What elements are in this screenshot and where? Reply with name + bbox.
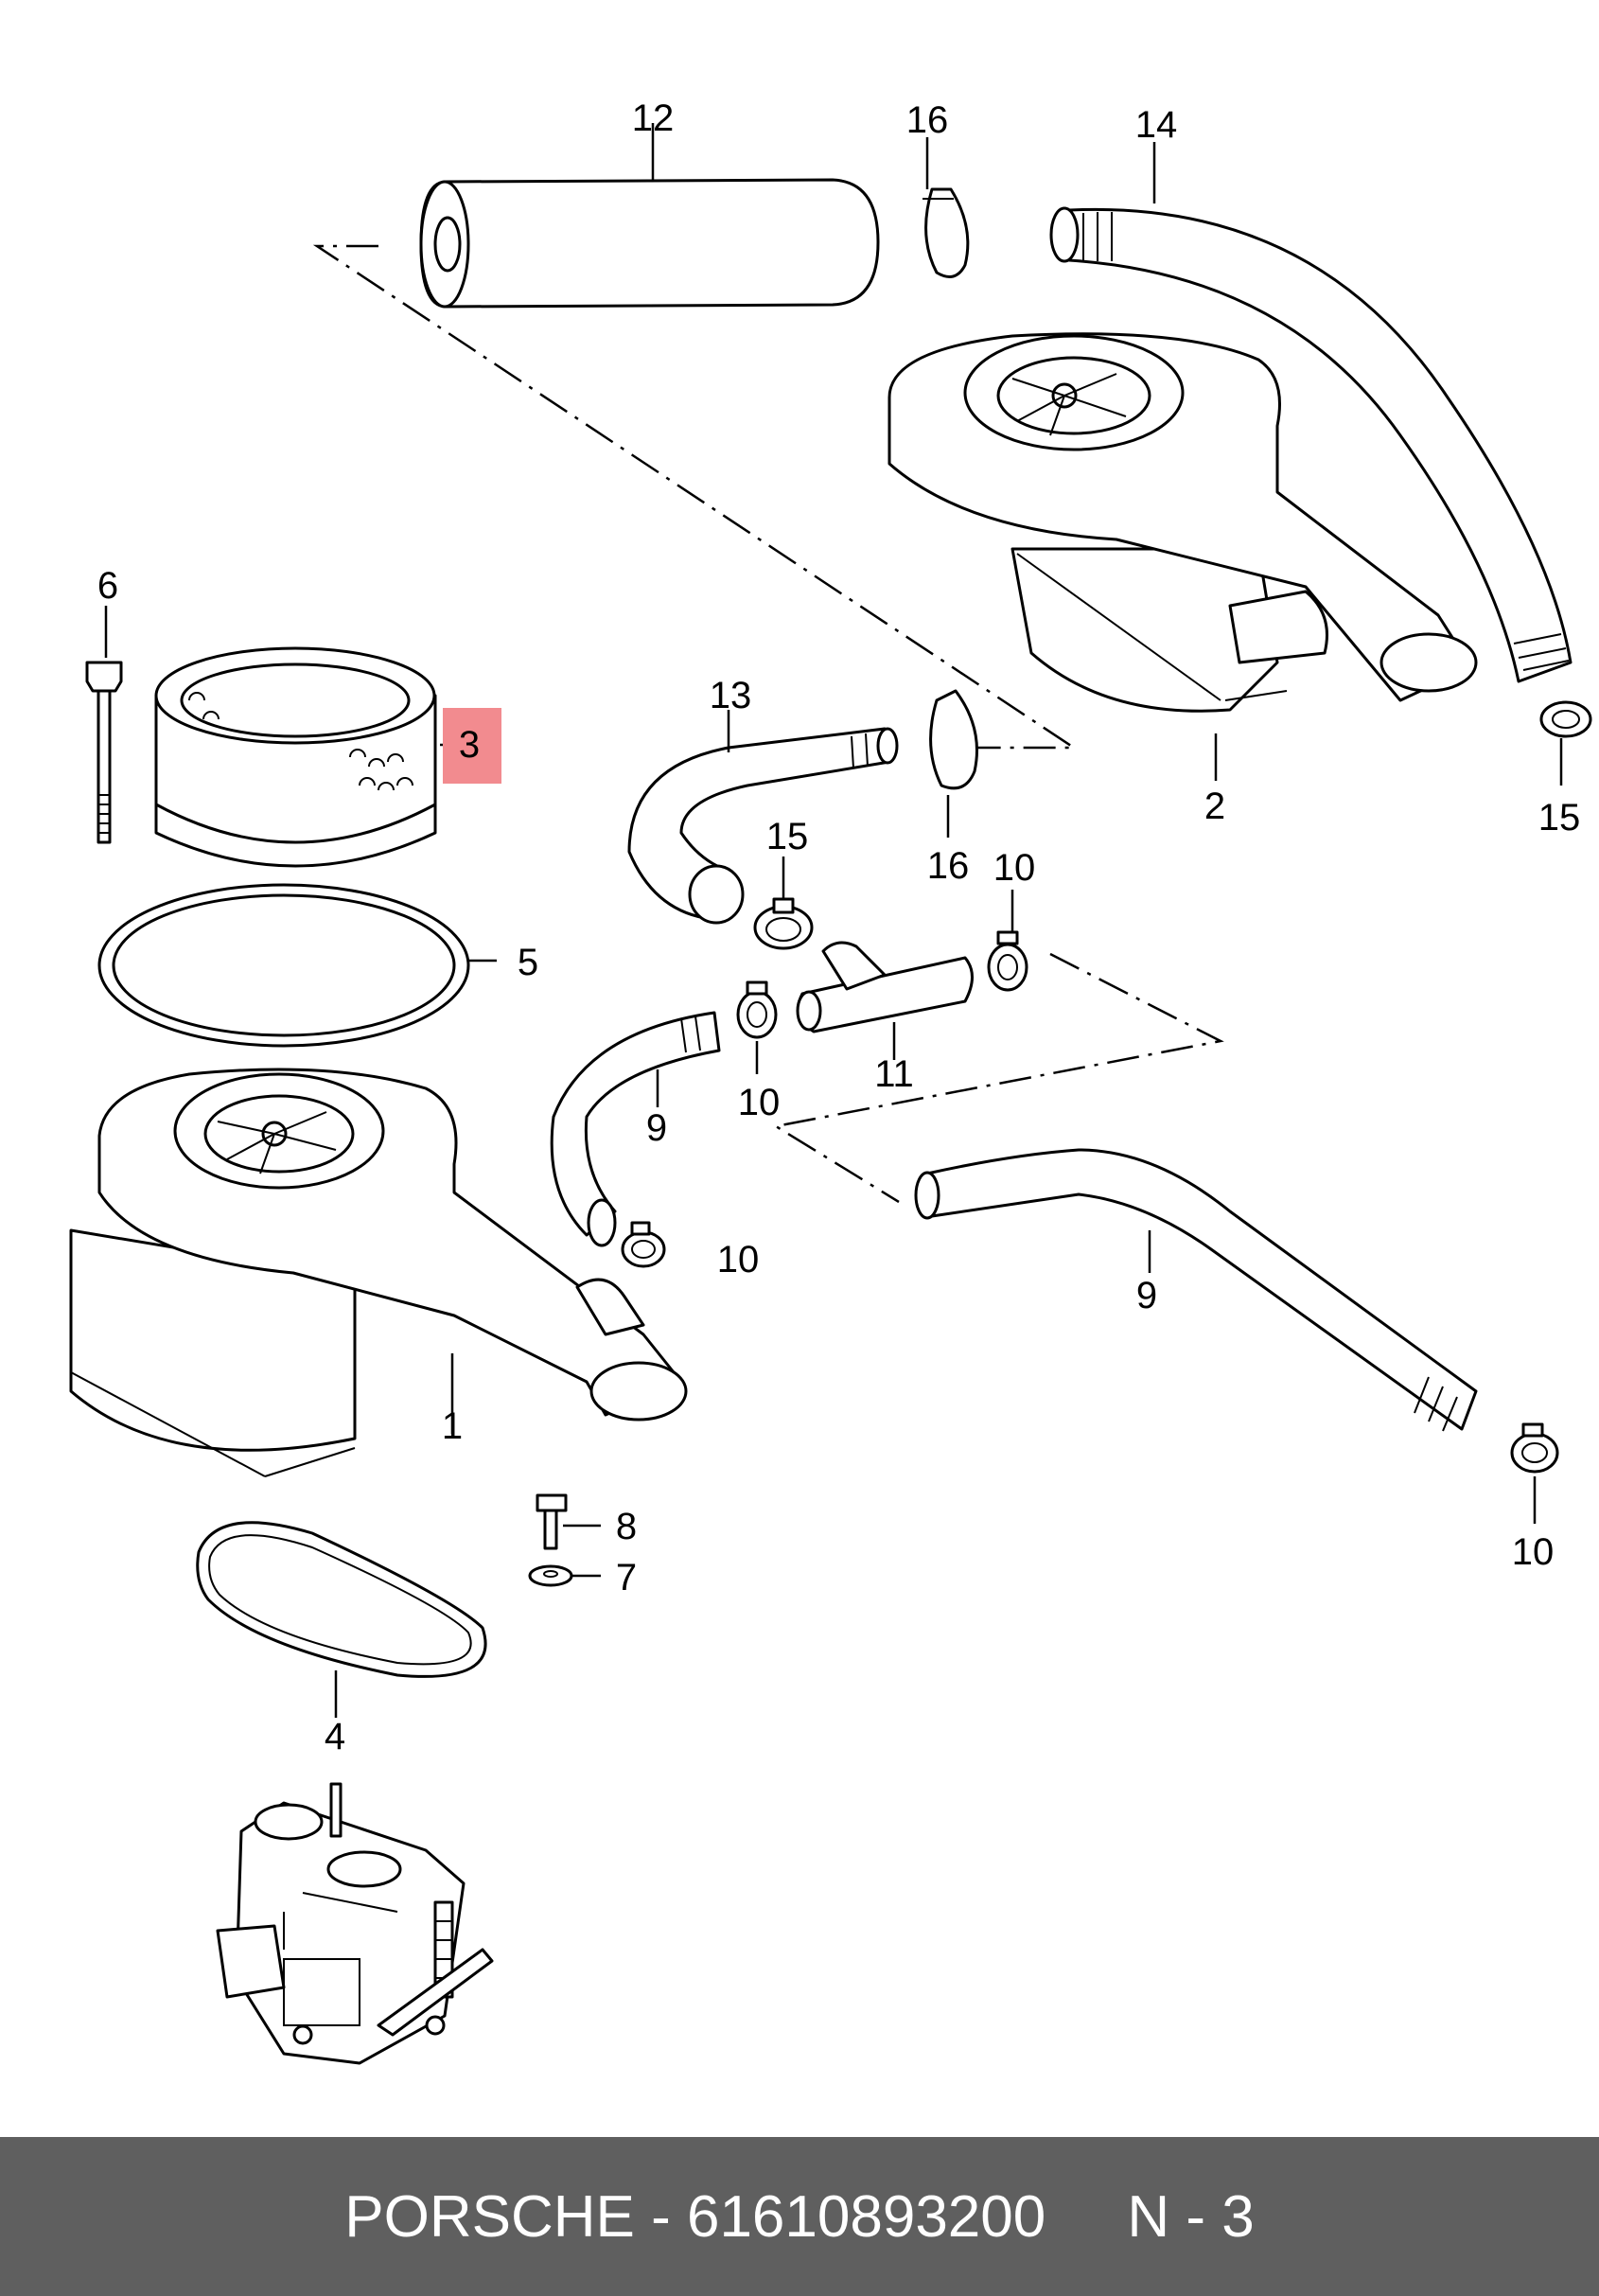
callout-15: 15 <box>766 816 809 857</box>
part-16-clip-lower[interactable] <box>929 689 978 838</box>
part-15-clamp-mid[interactable] <box>753 857 814 950</box>
callout-11: 11 <box>874 1053 914 1095</box>
part-14-hose[interactable] <box>1049 142 1573 683</box>
parts-diagram: 12 16 14 6 3 13 2 15 15 16 10 5 11 10 9 … <box>69 97 1592 2065</box>
part-13-hose[interactable] <box>627 710 899 925</box>
callout-8: 8 <box>616 1506 637 1547</box>
callout-14: 14 <box>1135 104 1178 146</box>
callout-13: 13 <box>710 675 752 716</box>
part-5-gasket[interactable] <box>97 883 497 1048</box>
part-15-clamp-right[interactable] <box>1539 700 1592 786</box>
callout-1: 1 <box>442 1405 463 1447</box>
callout-10: 10 <box>1512 1531 1555 1573</box>
callout-12: 12 <box>632 97 675 139</box>
callout-9: 9 <box>1136 1275 1157 1316</box>
part-10-clamp-1[interactable] <box>987 890 1028 992</box>
callout-2: 2 <box>1204 786 1225 827</box>
part-10-clamp-4[interactable] <box>1510 1422 1559 1524</box>
callout-labels: 12 16 14 6 3 13 2 15 15 16 10 5 11 10 9 … <box>97 97 1580 1757</box>
part-2-air-cleaner[interactable] <box>887 332 1478 781</box>
part-9-hose-right[interactable] <box>914 1148 1478 1432</box>
callout-16: 16 <box>906 99 949 141</box>
part-4-seal[interactable] <box>196 1521 487 1718</box>
callout-4: 4 <box>325 1716 345 1757</box>
carburettor-illustration <box>216 1782 494 2065</box>
callout-10: 10 <box>738 1082 781 1123</box>
part-9-hose-left[interactable] <box>550 1011 721 1247</box>
part-10-clamp-2[interactable] <box>736 980 778 1074</box>
callout-9: 9 <box>646 1107 667 1149</box>
callout-15: 15 <box>1538 797 1581 839</box>
callout-6: 6 <box>97 565 118 607</box>
callout-3-highlight <box>443 708 501 784</box>
part-10-clamp-3[interactable] <box>621 1221 666 1268</box>
part-6-bolt[interactable] <box>85 606 123 844</box>
footer-bar: PORSCHE - 61610893200 N - 3 <box>0 2137 1599 2296</box>
part-3-filter-element[interactable] <box>154 646 452 868</box>
callout-5: 5 <box>518 942 538 983</box>
callout-7: 7 <box>616 1557 637 1598</box>
callout-16: 16 <box>927 845 970 887</box>
part-7-washer[interactable] <box>528 1564 601 1587</box>
callout-10: 10 <box>717 1239 760 1280</box>
callout-3: 3 <box>459 724 480 766</box>
part-1-air-cleaner[interactable] <box>69 1068 688 1477</box>
footer-part-number: PORSCHE - 61610893200 N - 3 <box>344 2183 1255 2250</box>
part-11-tee[interactable] <box>796 941 974 1060</box>
part-12-cylinder[interactable] <box>419 123 880 309</box>
part-8-screw[interactable] <box>536 1493 601 1550</box>
guide-lines <box>312 244 1224 1204</box>
part-16-clip-top[interactable] <box>922 137 970 278</box>
callout-10: 10 <box>993 847 1036 889</box>
